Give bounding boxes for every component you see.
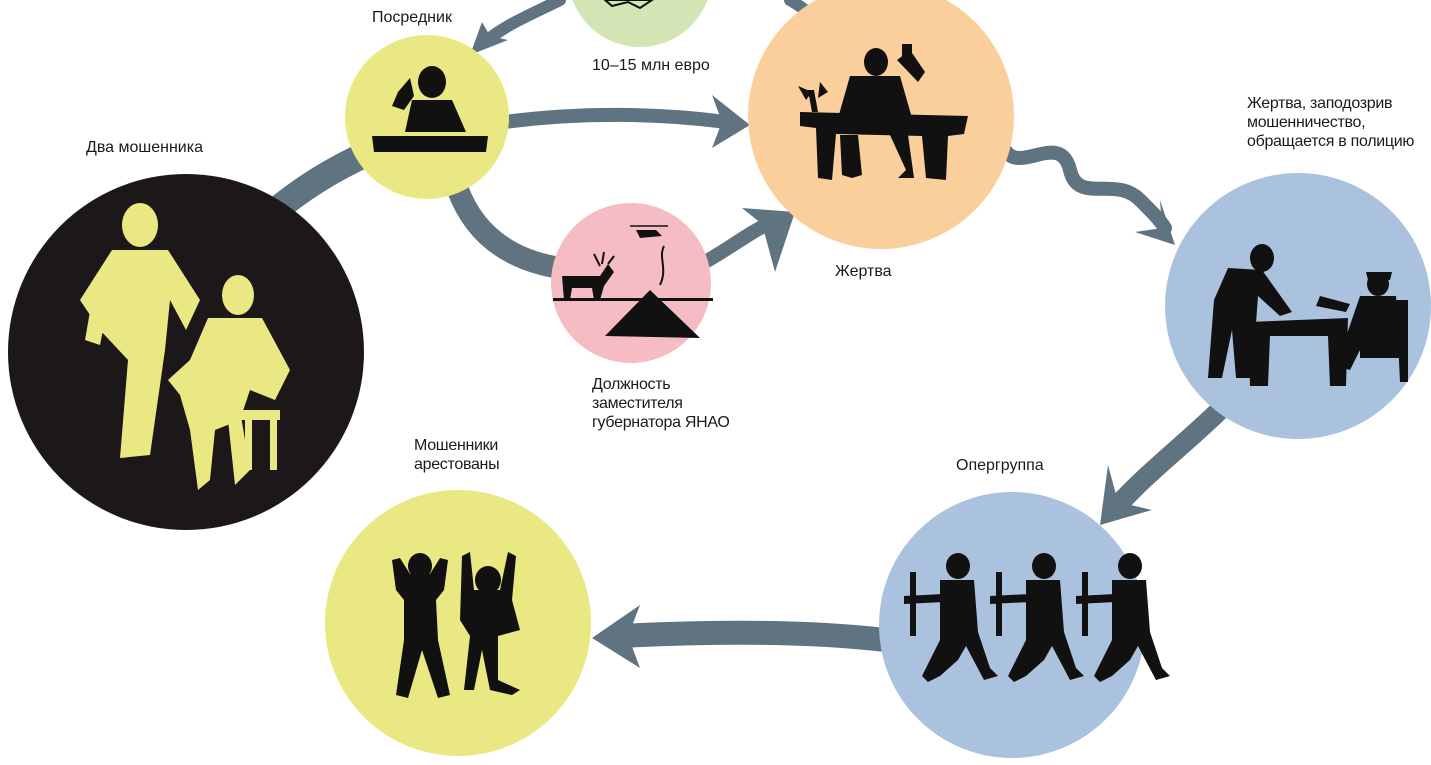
label-two-fraudsters: Два мошенника bbox=[86, 139, 203, 156]
money-icon bbox=[603, 0, 654, 10]
arrow-police-to-taskforce bbox=[1108, 395, 1235, 515]
soldier-1 bbox=[904, 553, 998, 682]
arrowhead-money-to-intermediary bbox=[470, 22, 508, 55]
negotiation-table-icon bbox=[798, 44, 968, 180]
police-report-icon bbox=[1208, 244, 1408, 386]
tundra-deer-icon bbox=[553, 225, 713, 338]
arrowhead-intermediary-to-victim bbox=[712, 95, 750, 148]
two-men-icon bbox=[80, 203, 290, 490]
hands-up-icon bbox=[392, 552, 520, 698]
node-circle-arrested bbox=[325, 490, 591, 756]
arrow-victim-to-police bbox=[998, 143, 1172, 235]
arrowhead-taskforce-to-arrested bbox=[592, 605, 640, 668]
arrowhead-position-to-victim bbox=[742, 208, 795, 272]
node-circle-task-force bbox=[879, 492, 1145, 758]
armed-squad-icon bbox=[904, 553, 1170, 682]
label-position: Должность заместителя губернатора ЯНАО bbox=[592, 376, 730, 431]
node-circle-money bbox=[572, 0, 708, 47]
arrow-position-to-victim bbox=[698, 215, 779, 269]
label-intermediary: Посредник bbox=[372, 9, 453, 26]
arrow-intermediary-to-victim bbox=[498, 107, 732, 129]
nodes bbox=[8, 0, 1431, 758]
label-task-force: Опергруппа bbox=[956, 457, 1044, 474]
soldier-2 bbox=[990, 553, 1084, 682]
node-circle-victim-police bbox=[1165, 173, 1431, 439]
arrowhead-victim-to-police bbox=[1135, 200, 1175, 245]
arrow-money-to-intermediary bbox=[479, 0, 566, 48]
arrow-intermediary-to-position bbox=[447, 179, 571, 279]
soldier-3 bbox=[1076, 553, 1170, 682]
arrowhead-police-to-taskforce bbox=[1100, 465, 1152, 525]
arrow-taskforce-to-arrested bbox=[608, 620, 897, 652]
label-money: 10–15 млн евро bbox=[592, 57, 710, 74]
flow-arrows bbox=[257, 0, 1235, 668]
node-labels: Посредник 10–15 млн евро Два мошенника Ж… bbox=[86, 9, 1044, 474]
label-victim-police: Жертва, заподозрив мошенничество, обраща… bbox=[1247, 95, 1415, 150]
label-arrested: Мошенники арестованы bbox=[414, 437, 500, 473]
man-on-phone-icon bbox=[372, 66, 488, 152]
label-victim: Жертва bbox=[835, 263, 892, 280]
node-circle-two-fraudsters bbox=[8, 174, 364, 530]
